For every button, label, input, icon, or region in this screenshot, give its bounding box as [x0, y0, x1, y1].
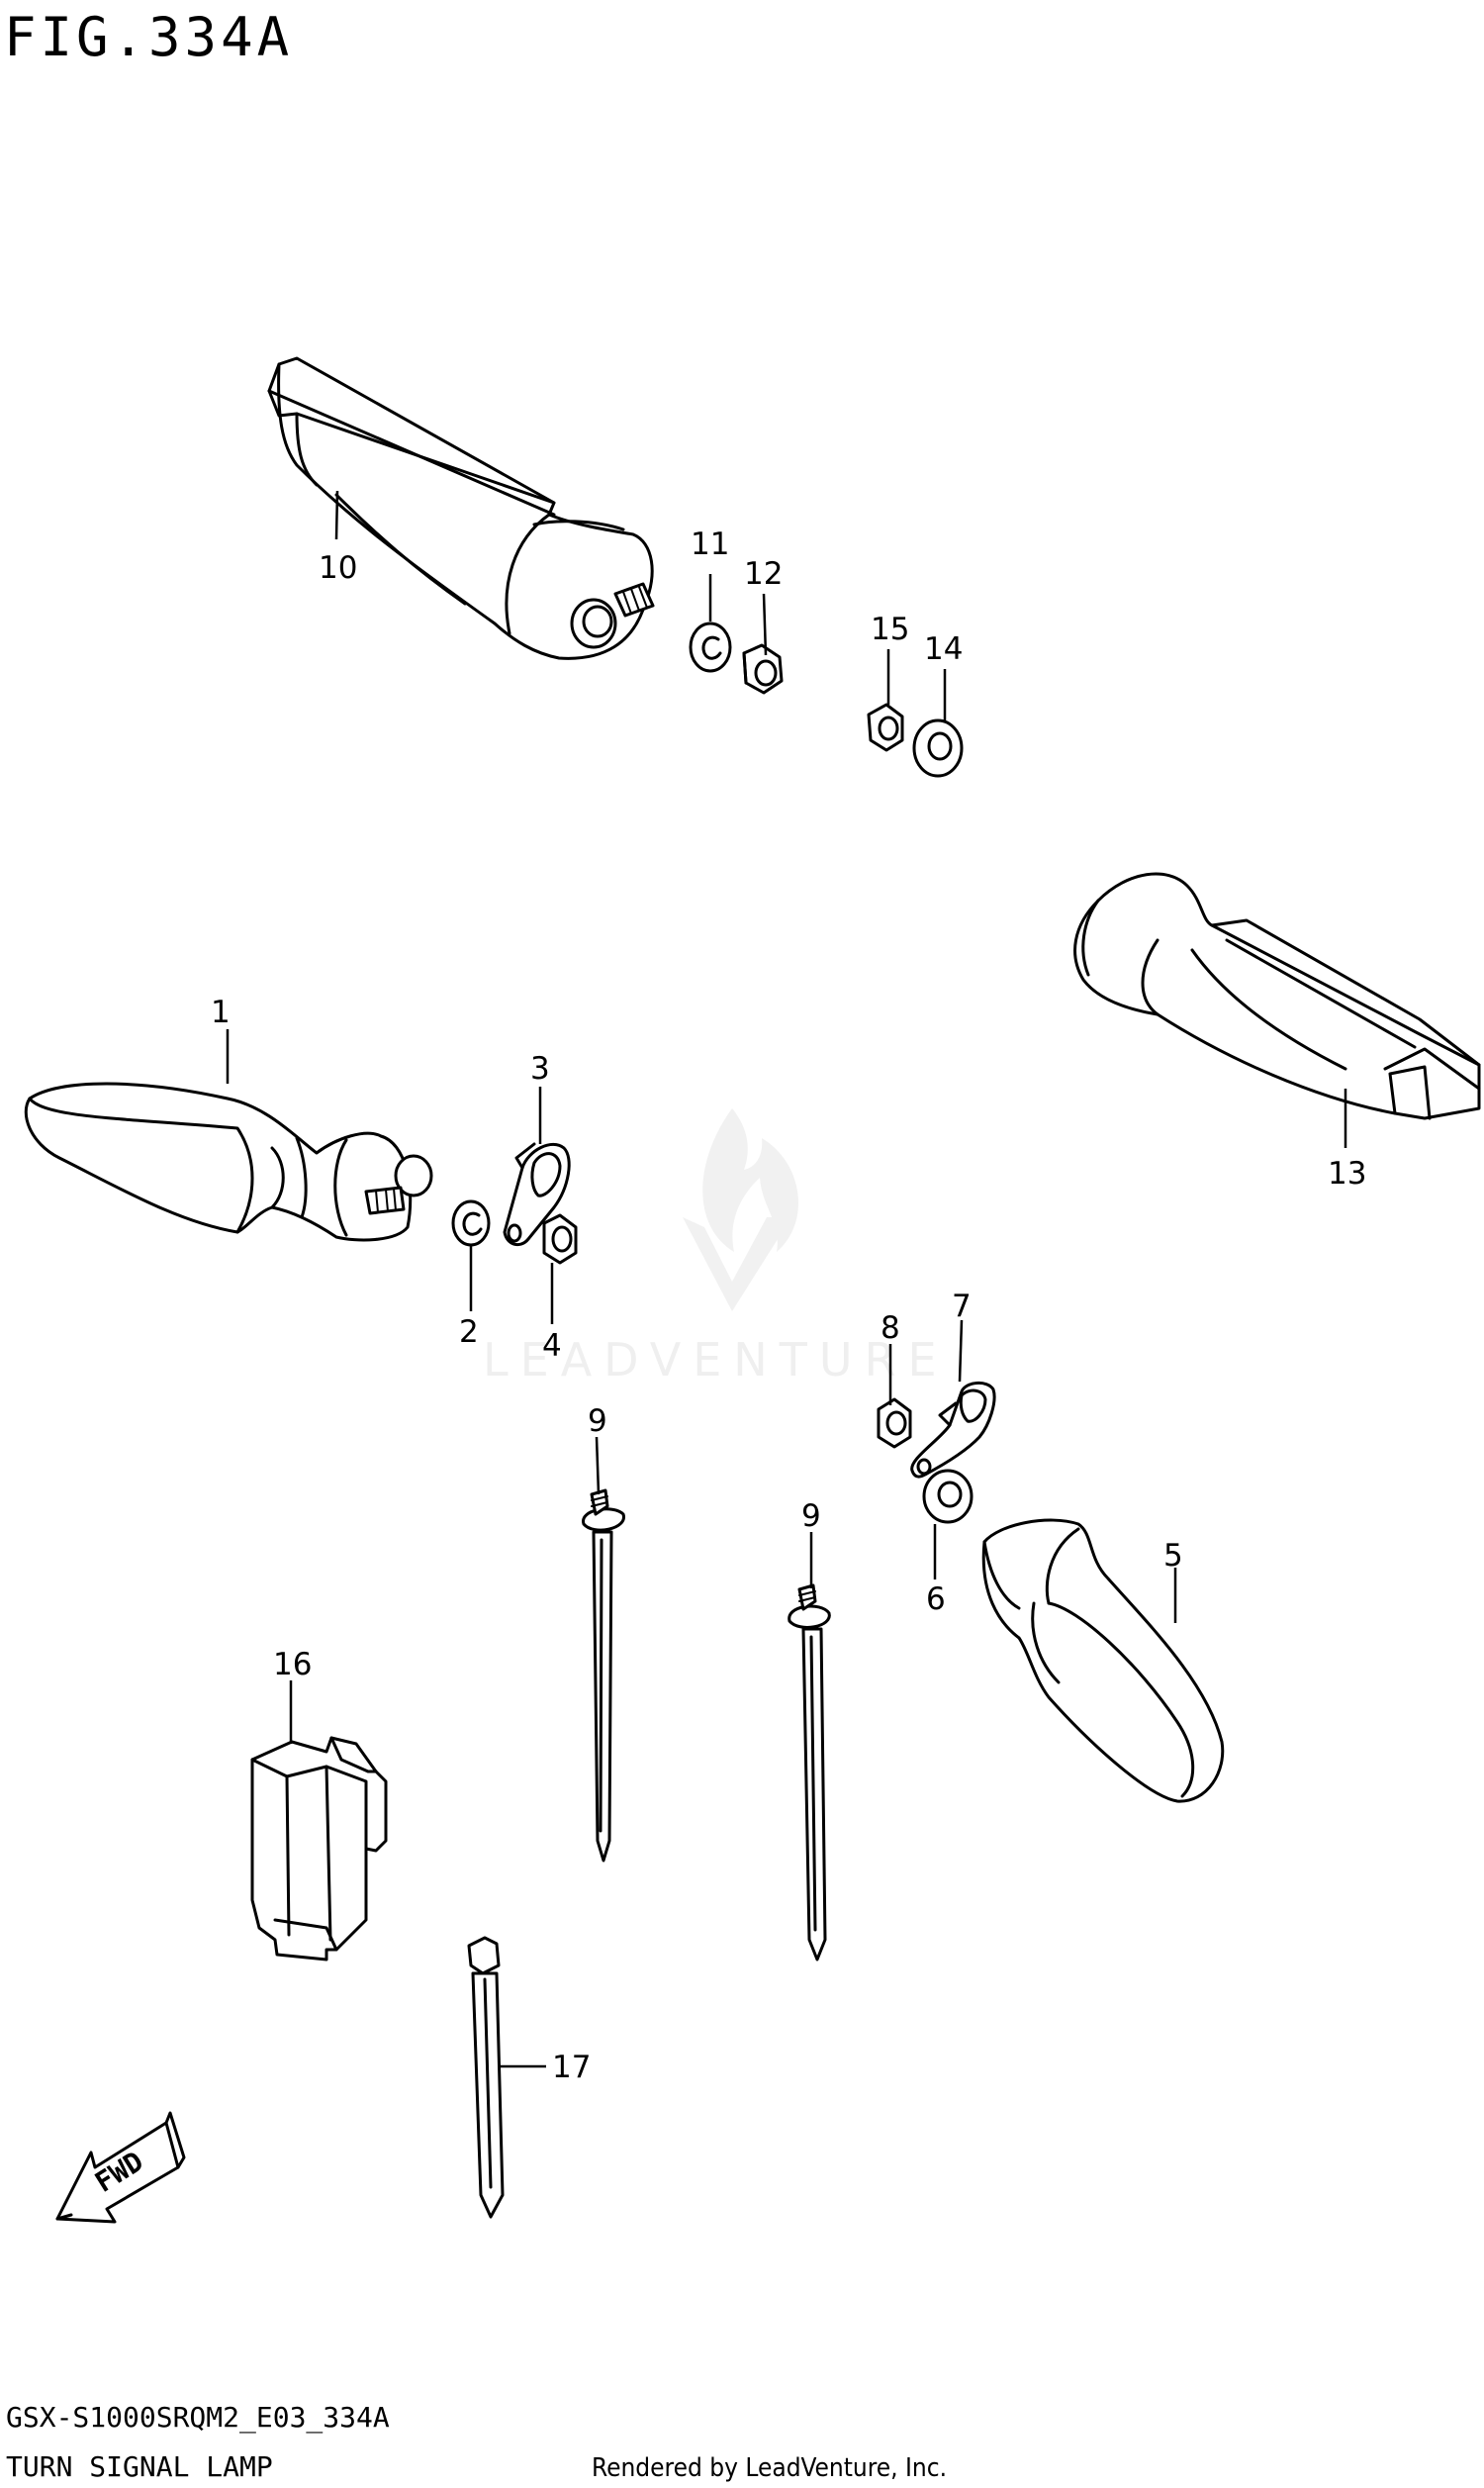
- callout-8[interactable]: 8: [881, 1310, 900, 1346]
- callout-4[interactable]: 4: [542, 1328, 562, 1364]
- part-2-washer[interactable]: [451, 1199, 491, 1247]
- part-16-relay[interactable]: [250, 1736, 388, 1962]
- callout-13[interactable]: 13: [1328, 1156, 1366, 1192]
- part-3-bracket[interactable]: [503, 1142, 571, 1247]
- callout-1[interactable]: 1: [211, 995, 231, 1030]
- part-14-washer[interactable]: [912, 718, 964, 778]
- part-17-cable-tie[interactable]: [467, 1936, 505, 2219]
- callout-3[interactable]: 3: [530, 1051, 550, 1087]
- figure-name: TURN SIGNAL LAMP: [6, 2450, 273, 2483]
- callout-5[interactable]: 5: [1163, 1538, 1183, 1574]
- part-15-nut[interactable]: [867, 703, 904, 752]
- leader-lines: [226, 490, 1347, 2068]
- fwd-arrow-icon: FWD: [55, 2111, 186, 2224]
- callout-2[interactable]: 2: [459, 1314, 479, 1350]
- part-1-turn-signal-lamp[interactable]: [24, 1082, 433, 1242]
- callout-11[interactable]: 11: [691, 526, 729, 562]
- rendered-by-credit: Rendered by LeadVenture, Inc.: [592, 2453, 947, 2483]
- callout-9-right[interactable]: 9: [801, 1498, 821, 1534]
- part-10-turn-signal-lamp[interactable]: [267, 356, 655, 660]
- part-11-washer[interactable]: [689, 622, 732, 673]
- callout-14[interactable]: 14: [924, 631, 963, 667]
- callout-16[interactable]: 16: [273, 1647, 312, 1682]
- watermark-text: LEADVENTURE: [483, 1333, 949, 1387]
- part-4-nut[interactable]: [542, 1213, 578, 1265]
- callout-10[interactable]: 10: [319, 550, 357, 586]
- part-7-bracket[interactable]: [910, 1382, 996, 1479]
- part-12-nut[interactable]: [742, 643, 784, 695]
- figure-title: FIG.334A: [4, 6, 293, 68]
- callout-15[interactable]: 15: [871, 612, 909, 647]
- part-8-nut[interactable]: [877, 1397, 912, 1449]
- callout-7[interactable]: 7: [952, 1289, 972, 1324]
- part-6-washer[interactable]: [922, 1469, 974, 1524]
- callout-17[interactable]: 17: [552, 2050, 591, 2085]
- callout-9-left[interactable]: 9: [588, 1403, 607, 1439]
- part-9-cable-clip-left[interactable]: [582, 1488, 625, 1863]
- part-13-turn-signal-lamp[interactable]: [1073, 872, 1481, 1120]
- callouts: 1 2 3 4 5 6 7 8 9 9 10 11 12 13 14 15 16…: [211, 526, 1366, 2085]
- part-5-turn-signal-lamp[interactable]: [981, 1518, 1225, 1803]
- leadventure-watermark-logo: LEADVENTURE: [483, 1108, 949, 1387]
- part-9-cable-clip-right[interactable]: [788, 1583, 831, 1962]
- callout-6[interactable]: 6: [926, 1581, 946, 1617]
- figure-code: GSX-S1000SRQM2_E03_334A: [6, 2401, 390, 2435]
- callout-12[interactable]: 12: [744, 556, 783, 592]
